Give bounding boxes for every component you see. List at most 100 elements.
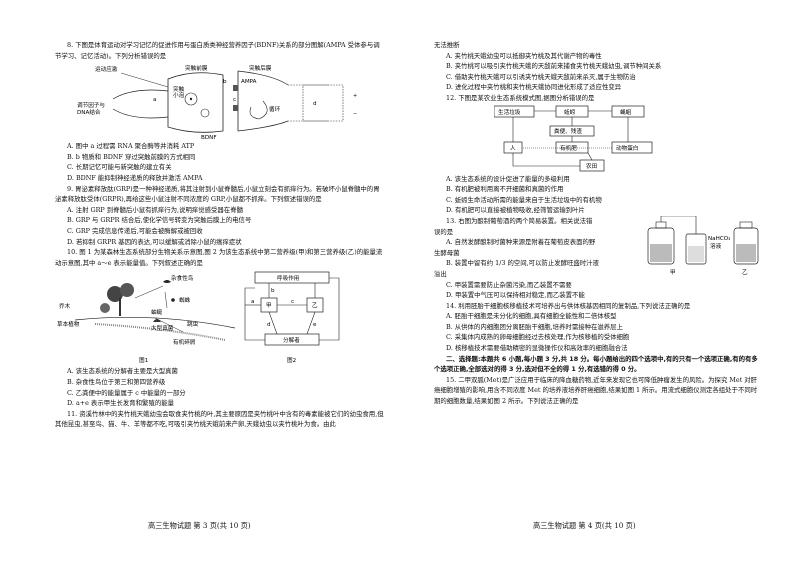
q9-option-b: B. GRP 与 GRPR 结合后,使化学信号转变为突触后膜上的电信号 xyxy=(67,216,252,225)
charge-minus: − xyxy=(353,111,357,117)
label-exercise: 运动应激 xyxy=(95,65,118,73)
label-mycelium: 蚰蜒 xyxy=(151,308,163,316)
figure1-foodweb: 乔木 草本植物 杂食性鸟 蜘蛛 蚰蜒 大型真菌 跳虫 有机碎屑 图1 xyxy=(57,274,236,364)
q11-option-c: C. 借助夹竹桃天蛾可以引诱夹竹桃天蛾天敌前来杀灭,属于生物防治 xyxy=(446,72,636,81)
label-solution1: NaHCO₃ xyxy=(708,236,730,242)
label-herb: 草本植物 xyxy=(57,320,80,328)
jar-yi-lid xyxy=(739,221,753,229)
fig2-label-b: b xyxy=(271,288,275,294)
label-jia: 甲 xyxy=(266,302,272,309)
axon-line xyxy=(112,89,169,100)
q12-option-b: B. 有机肥被利用离不开细菌和真菌的作用 xyxy=(446,185,564,194)
q14-option-c: C. 采集体内成熟的卵母细胞经过去核处理,作为核移植的受体细胞 xyxy=(446,333,630,342)
q8-synapse-diagram: + − 运动应激 调节因子与 DNA结合 突触前膜 突触后膜 突触 小泡 AMP… xyxy=(77,64,357,141)
presynaptic-terminal xyxy=(167,72,224,133)
q12-option-d: D. 有机肥可以直接被植物吸收,经筛管运输到叶片 xyxy=(446,206,585,215)
q13-option-b-line2: 溢出 xyxy=(434,269,447,278)
fig1-caption: 图1 xyxy=(139,356,149,364)
synaptic-vesicle xyxy=(184,92,198,106)
q8-figure: + − 运动应激 调节因子与 DNA结合 突触前膜 突触后膜 突触 小泡 AMP… xyxy=(73,61,385,141)
ampa-receptor xyxy=(233,85,238,92)
label-device-yi: 乙 xyxy=(742,269,748,276)
footer-left-page-number: 高三生物试题 第 3 页(共 10 页) xyxy=(148,521,251,530)
axon-line-lower xyxy=(112,108,169,119)
label-feces: 粪便、残渣 xyxy=(554,127,582,135)
synaptic-vesicle-2 xyxy=(200,108,210,118)
q9-stem: 9. 胃泌素释放肽(GRP)是一种神经递质,将其注射到小鼠脊髓后,小鼠立刻会有抓… xyxy=(55,184,380,204)
q13-option-c: C. 甲装置需要防止杂菌污染,而乙装置不需要 xyxy=(446,280,572,289)
bottle-nahco3 xyxy=(685,233,707,265)
q13-option-d: D. 甲装置中气压可以保持相对稳定,而乙装置不能 xyxy=(446,291,585,300)
box-respiration xyxy=(254,271,330,284)
q11-option-a: A. 夹竹桃天蛾幼虫可以抵御夹竹桃及其代谢产物的毒性 xyxy=(446,51,602,60)
label-ampa: AMPA xyxy=(241,79,257,85)
q10-option-d: D. a+e 表示甲生长发育和繁殖的能量 xyxy=(67,399,175,408)
jar-jia-liquid xyxy=(650,243,672,262)
postsyn-outline-bottom xyxy=(237,120,289,132)
label-earthworm: 蚯蚓 xyxy=(564,108,576,116)
label-spider: 蜘蛛 xyxy=(179,296,191,304)
fig2-caption: 图2 xyxy=(287,356,296,364)
q10-option-a: A. 该生态系统的分解者主要是大型真菌 xyxy=(67,367,178,376)
arrow-bird-spider xyxy=(164,292,168,309)
charge-plus: + xyxy=(353,93,357,99)
box-garbage xyxy=(493,105,535,117)
d-region xyxy=(288,84,304,122)
left-column: 8. 下图是体育运动对学习记忆的促进作用与蛋白质类神经营养因子(BDNF)关系的… xyxy=(55,40,385,430)
label-tree: 乔木 xyxy=(59,302,71,310)
arrow-field-human xyxy=(512,152,580,166)
arrow-d xyxy=(268,312,278,335)
q10-figure-svg: 乔木 草本植物 杂食性鸟 蜘蛛 蚰蜒 大型真菌 跳虫 有机碎屑 图1 呼吸作用 … xyxy=(57,271,340,364)
jar-jia-stopper xyxy=(655,221,667,229)
q11-option-b: B. 夹竹桃可以吸引夹竹桃天蛾的天敌前来捕食夹竹桃天蛾幼虫,调节种间关系 xyxy=(446,62,662,71)
label-factor1: 调节因子与 xyxy=(77,101,105,109)
q12-option-c: C. 蚯蚓生命活动所需的能量来自于生活垃圾中的有机物 xyxy=(446,195,602,204)
tree-canopy-2 xyxy=(120,283,134,298)
q10-option-b: B. 杂食性鸟位于第三和第四营养级 xyxy=(67,377,166,386)
q13-block: NaHCO₃ 溶液 甲 乙 13. 右图为酿制葡萄酒的两个简易装置。相关说法错 … xyxy=(434,215,762,301)
q8-stem: 8. 下图是体育运动对学习记忆的促进作用与蛋白质类神经营养因子(BDNF)关系的… xyxy=(55,41,380,60)
label-loop: 循环 xyxy=(269,105,281,113)
connecting-tube xyxy=(660,215,697,234)
fig2-label-a: a xyxy=(251,299,254,305)
q13-option-b-line1: B. 装置中留有约 1/3 的空间,可以防止发酵旺盛时汁液 xyxy=(446,259,599,268)
label-b: b xyxy=(223,79,227,85)
label-vesicle1: 突触 xyxy=(173,85,185,93)
q10-option-c: C. 乙粪便中的能量属于 c 中能量的一部分 xyxy=(67,388,186,397)
q14-option-b: B. 从供体的内细胞团分离胚胎干细胞,培养时需接种在滋养层上 xyxy=(446,322,623,331)
arrow-organic-field xyxy=(587,152,593,160)
label-presyn: 突触前膜 xyxy=(185,64,208,72)
box-animal-protein xyxy=(611,141,653,153)
loop-arrow xyxy=(249,100,268,120)
right-column: 无法推断 A. 夹竹桃天蛾幼虫可以抵御夹竹桃及其代谢产物的毒性 B. 夹竹桃可以… xyxy=(434,40,762,407)
label-human: 人 xyxy=(510,145,516,152)
label-a: a xyxy=(153,97,156,103)
jar-yi-liquid xyxy=(736,243,756,262)
q10-figures: 乔木 草本植物 杂食性鸟 蜘蛛 蚰蜒 大型真菌 跳虫 有机碎屑 图1 呼吸作用 … xyxy=(55,268,385,366)
q13-stem-line2: 误的是 xyxy=(434,227,454,236)
q12-option-a: A. 该生态系统的设计促进了能量的多级利用 xyxy=(446,174,570,183)
tree-trunk xyxy=(119,298,121,317)
fig2-label-e: e xyxy=(313,322,317,328)
fig2-label-c: c xyxy=(291,299,294,305)
q11-continuation: 无法推断 xyxy=(434,41,460,49)
label-garbage: 生活垃圾 xyxy=(498,108,521,116)
label-d: d xyxy=(313,101,317,107)
q13-option-a-line1: A. 自然发酵酿制时菌种来源是附着在葡萄皮表面的野 xyxy=(446,238,596,247)
bird-icon xyxy=(163,280,171,284)
label-decomp: 分解者 xyxy=(283,336,300,344)
q14-stem: 14. 利用胚胎干细胞核移植技术可培养出与供体核基因相同的复制品,下列说法正确的… xyxy=(446,301,691,310)
shrub xyxy=(100,303,110,314)
label-animal-protein: 动物蛋白 xyxy=(616,144,638,152)
label-solution2: 溶液 xyxy=(710,242,722,250)
exercise-arrow xyxy=(120,72,169,88)
label-bdnf: BDNF xyxy=(201,135,217,141)
label-yi: 乙 xyxy=(312,302,318,309)
label-postsyn: 突触后膜 xyxy=(249,64,272,72)
label-c: c xyxy=(233,97,236,103)
section2-title: 二、选择题:本题共 6 小题,每小题 3 分,共 18 分。每小题给出的四个选项… xyxy=(434,354,758,374)
q8-option-d: D. BDNF 能抑制神经递质的释放并激活 AMPA xyxy=(67,173,203,182)
label-organic: 有机肥 xyxy=(560,144,577,152)
label-device-jia: 甲 xyxy=(670,269,676,276)
arrow-e xyxy=(306,312,316,335)
